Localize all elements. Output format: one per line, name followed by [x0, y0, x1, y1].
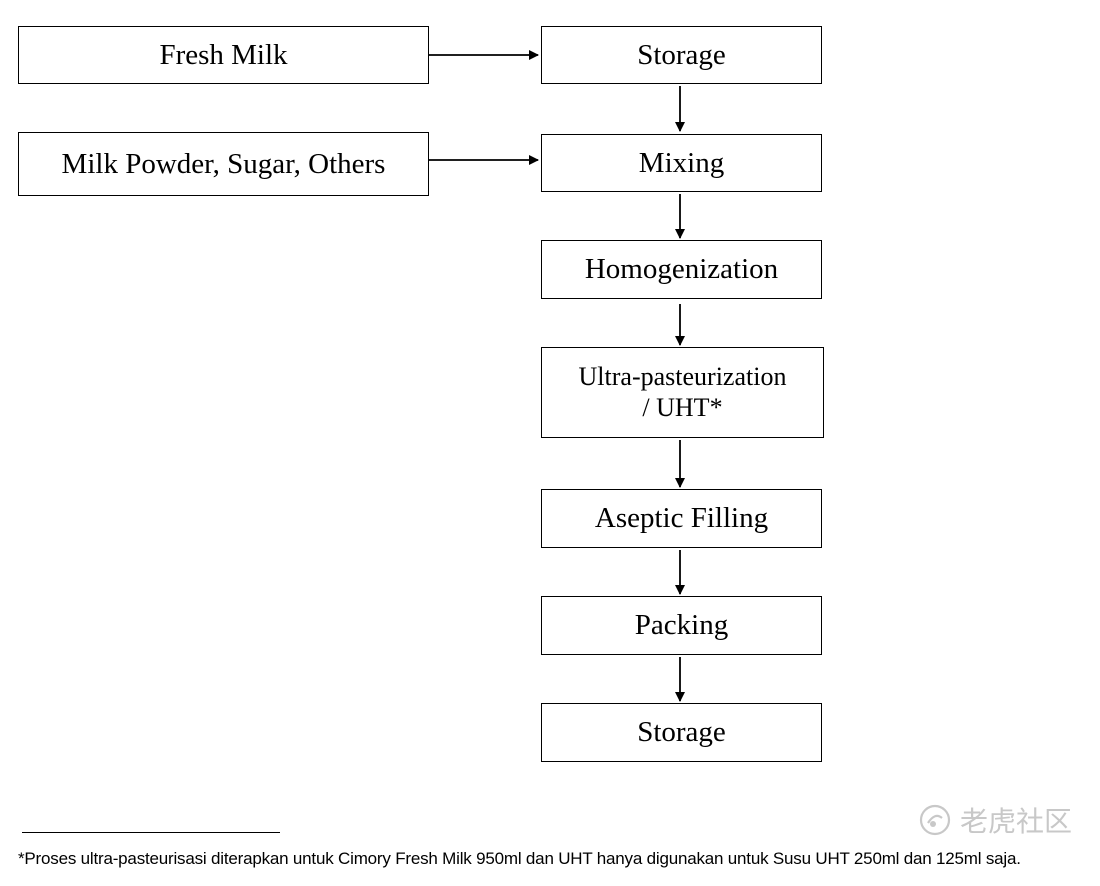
packing-box: Packing	[541, 596, 822, 655]
homogenization-box: Homogenization	[541, 240, 822, 299]
final-storage-box: Storage	[541, 703, 822, 762]
mixing-box: Mixing	[541, 134, 822, 192]
storage-box: Storage	[541, 26, 822, 84]
aseptic-filling-box: Aseptic Filling	[541, 489, 822, 548]
watermark: 老虎社区	[918, 800, 1072, 840]
fresh-milk-box: Fresh Milk	[18, 26, 429, 84]
watermark-text: 老虎社区	[960, 805, 1073, 838]
footnote-divider	[22, 832, 280, 833]
footnote-text: *Proses ultra-pasteurisasi diterapkan un…	[18, 849, 1021, 868]
milk-powder-sugar-box: Milk Powder, Sugar, Others	[18, 132, 429, 196]
uht-box: Ultra-pasteurization / UHT*	[541, 347, 824, 438]
tiger-community-logo-icon	[919, 804, 951, 836]
